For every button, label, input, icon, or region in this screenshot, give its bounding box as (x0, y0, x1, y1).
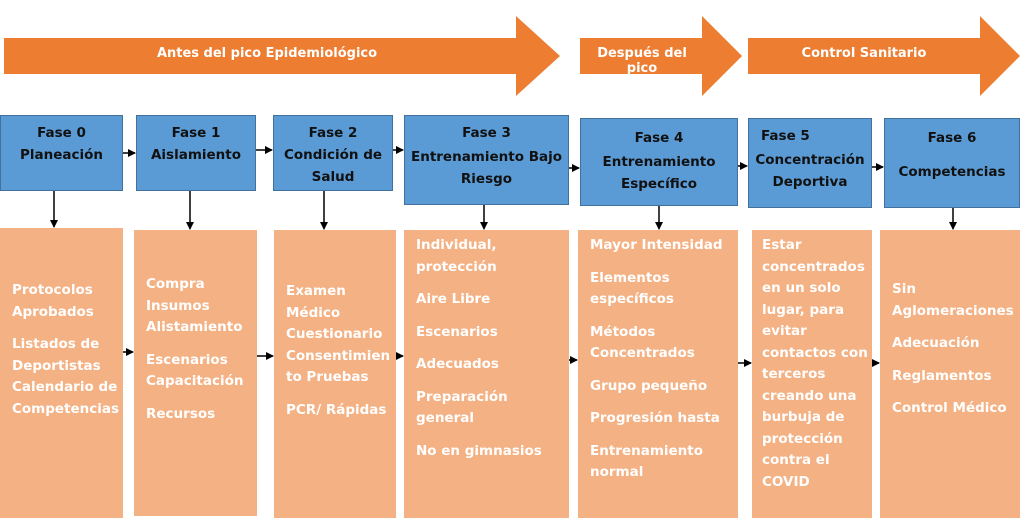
detail-item: Control Médico (892, 400, 1007, 416)
phase-2-title: Fase 2 (308, 125, 358, 141)
detail-item: Escenarios (416, 323, 498, 340)
detail-item: PCR/ Rápidas (286, 401, 387, 418)
detail-item: Sin Aglomeraciones (892, 281, 1014, 319)
detail-item: Progresión hasta (590, 410, 720, 426)
banner-after-label: Después del pico (597, 46, 687, 76)
detail-item: Preparación general (416, 388, 508, 427)
phase-0-box: Fase 0 Planeación (0, 115, 123, 191)
banner-control: Control Sanitario (748, 16, 1020, 96)
phase-1-title: Fase 1 (171, 125, 221, 141)
phase-6-details: Sin Aglomeraciones Adecuación Reglamento… (880, 230, 1020, 518)
phase-4-details: Mayor Intensidad Elementos específicos M… (578, 230, 738, 518)
phase-1-name: Aislamiento (150, 147, 242, 163)
phase-2-name: Condición de Salud (283, 147, 383, 185)
detail-item: Reglamentos (892, 367, 992, 384)
phase-6-title: Fase 6 (927, 130, 977, 146)
phase-3-title: Fase 3 (462, 125, 511, 141)
phase-1-details: Compra Insumos Alistamiento Escenarios C… (134, 230, 257, 516)
phase-1-box: Fase 1 Aislamiento (136, 115, 256, 191)
phase-4-box: Fase 4 Entrenamiento Específico (580, 118, 738, 206)
detail-item: Compra Insumos Alistamiento (146, 276, 243, 335)
phase-0-details: Protocolos Aprobados Listados de Deporti… (0, 228, 123, 518)
detail-item: Mayor Intensidad (590, 237, 723, 253)
detail-item: Entrenamiento normal (590, 442, 704, 481)
banner-control-label: Control Sanitario (801, 46, 927, 61)
detail-item: Métodos Concentrados (590, 323, 695, 362)
detail-item: Protocolos Aprobados (12, 282, 94, 320)
detail-item: Escenarios Capacitación (146, 351, 244, 390)
detail-item: Examen Médico Cuestionario Consentimien … (286, 283, 391, 385)
phase-5-name: Concentración Deportiva (755, 152, 865, 190)
arrow-shape-icon (580, 16, 742, 96)
phase-6-name: Competencias (898, 164, 1006, 180)
phase-4-name: Entrenamiento Específico (602, 154, 716, 192)
phase-2-details: Examen Médico Cuestionario Consentimien … (274, 230, 396, 518)
phase-5-box: Fase 5 Concentración Deportiva (748, 118, 872, 208)
detail-item: Estar concentrados en un solo lugar, par… (762, 237, 868, 490)
phase-5-title: Fase 5 (761, 128, 810, 144)
detail-item: Adecuación (892, 335, 980, 351)
phase-3-box: Fase 3 Entrenamiento Bajo Riesgo (404, 115, 569, 205)
phase-5-details: Estar concentrados en un solo lugar, par… (752, 230, 872, 518)
phase-4-title: Fase 4 (634, 130, 684, 146)
detail-item: Recursos (146, 405, 216, 422)
phase-0-name: Planeación (19, 147, 104, 163)
banner-before-peak: Antes del pico Epidemiológico (4, 16, 560, 96)
detail-item: Aire Libre (416, 291, 491, 307)
detail-item: Grupo pequeño (590, 377, 708, 394)
detail-item: Individual, protección (416, 237, 497, 275)
arrow-shape-icon (4, 16, 560, 96)
phase-3-details: Individual, protección Aire Libre Escena… (404, 230, 569, 518)
arrow-shape-icon (748, 16, 1020, 96)
phase-2-box: Fase 2 Condición de Salud (273, 115, 393, 191)
detail-item: No en gimnasios (416, 442, 542, 459)
detail-item: Adecuados (416, 356, 499, 372)
banner-after-peak: Después del pico (580, 16, 742, 96)
banner-before-label: Antes del pico Epidemiológico (156, 46, 378, 61)
phase-0-title: Fase 0 (37, 125, 86, 141)
detail-item: Listados de Deportistas Calendario de Co… (12, 336, 120, 417)
phase-3-name: Entrenamiento Bajo Riesgo (410, 149, 562, 187)
detail-item: Elementos específicos (590, 269, 674, 308)
phase-6-box: Fase 6 Competencias (884, 118, 1020, 208)
